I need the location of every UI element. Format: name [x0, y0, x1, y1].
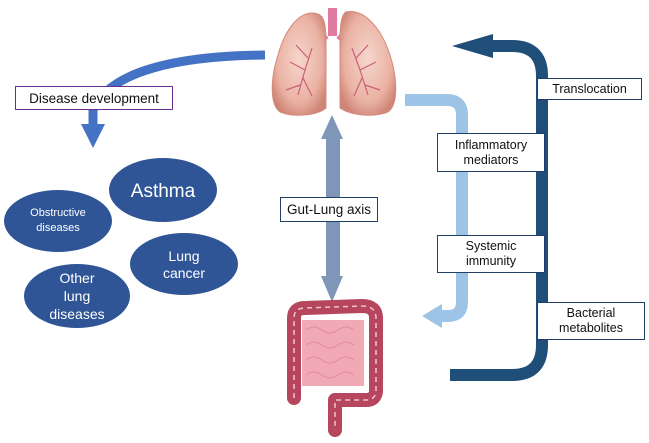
- disease-label: Obstructive: [30, 207, 86, 219]
- intestine-icon: [287, 299, 383, 437]
- disease-label: diseases: [49, 306, 104, 322]
- lungs-icon: [271, 8, 397, 116]
- disease-label: Other: [59, 270, 94, 286]
- gut-lung-axis-label: Gut-Lung axis: [280, 197, 378, 222]
- disease-ellipse-other: Other lung diseases: [24, 264, 130, 328]
- inflammatory-mediators-label: Inflammatory mediators: [437, 133, 545, 172]
- disease-ellipse-asthma: Asthma: [109, 158, 217, 222]
- bacterial-metabolites-label: Bacterial metabolites: [537, 302, 645, 340]
- disease-label: cancer: [163, 265, 205, 281]
- disease-label: Asthma: [131, 181, 196, 202]
- disease-label: diseases: [36, 222, 80, 234]
- translocation-label: Translocation: [537, 78, 642, 100]
- disease-label: Lung: [168, 248, 199, 264]
- disease-development-label: Disease development: [15, 86, 173, 110]
- systemic-pathway-arrow: [405, 94, 468, 328]
- systemic-immunity-label: Systemic immunity: [437, 235, 545, 273]
- translocation-pathway-arrow: [450, 34, 548, 381]
- disease-ellipse-obstructive: Obstructive diseases: [4, 190, 112, 252]
- disease-label: lung: [64, 288, 90, 304]
- disease-ellipse-lung-cancer: Lung cancer: [130, 233, 238, 295]
